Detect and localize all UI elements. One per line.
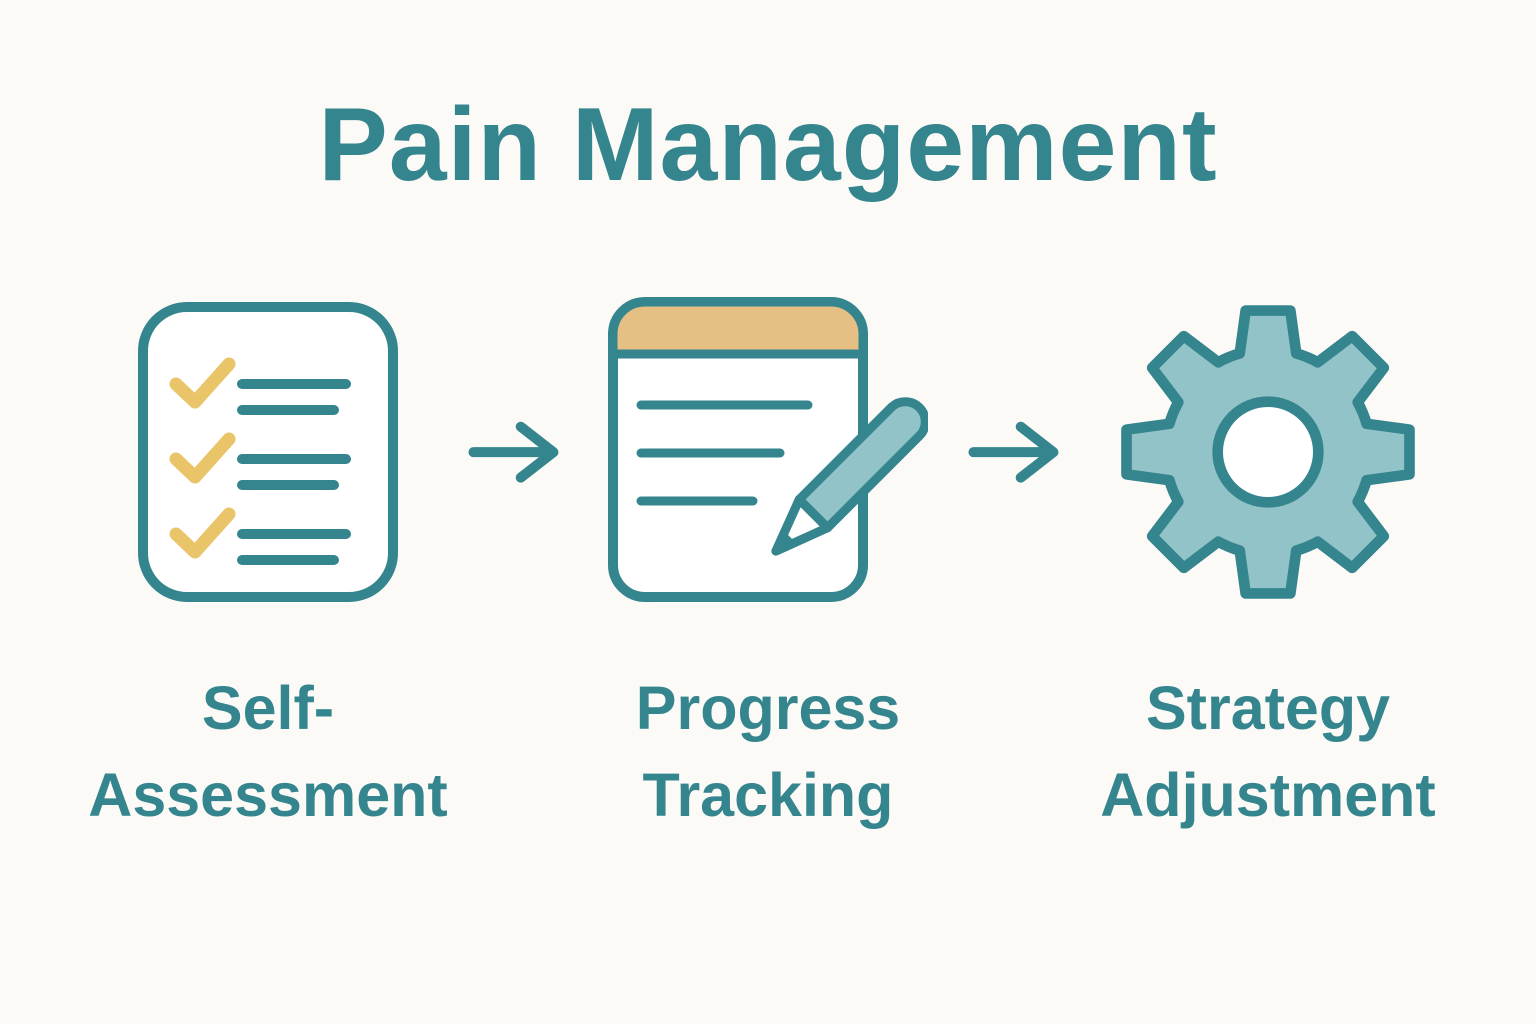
check-row-3 bbox=[169, 507, 351, 565]
steps-row: Self- Assessment bbox=[0, 297, 1536, 839]
step-label-strategy-adjustment: Strategy Adjustment bbox=[1100, 665, 1436, 839]
connector-1 bbox=[468, 414, 568, 495]
check-row-1 bbox=[169, 357, 351, 415]
checklist-icon bbox=[138, 302, 398, 602]
label-line: Adjustment bbox=[1100, 761, 1436, 830]
arrow-right-icon bbox=[968, 421, 1059, 483]
gear-center-hole bbox=[1212, 396, 1324, 508]
pencil-icon bbox=[771, 397, 928, 556]
notepad-pencil-icon bbox=[608, 297, 928, 602]
label-line: Self- bbox=[201, 674, 335, 742]
step-label-progress-tracking: Progress Tracking bbox=[636, 665, 900, 839]
checklist-card bbox=[138, 302, 398, 602]
step-label-self-assessment: Self- Assessment bbox=[88, 665, 447, 839]
page-title: Pain Management bbox=[318, 87, 1218, 203]
step-strategy-adjustment: Strategy Adjustment bbox=[1068, 297, 1468, 839]
check-mark-icon bbox=[169, 432, 236, 484]
check-row-2 bbox=[169, 432, 351, 490]
arrow-right-icon bbox=[468, 421, 559, 483]
gear-icon bbox=[1121, 305, 1415, 599]
step-self-assessment: Self- Assessment bbox=[68, 297, 468, 839]
step-progress-tracking: Progress Tracking bbox=[568, 297, 968, 839]
checklist-icon-box bbox=[138, 297, 398, 607]
label-line: Progress bbox=[635, 674, 901, 742]
label-line: Assessment bbox=[88, 761, 448, 830]
notepad-header-band bbox=[608, 297, 868, 359]
label-line: Strategy bbox=[1145, 674, 1391, 742]
check-mark-icon bbox=[169, 357, 236, 409]
label-line: Tracking bbox=[642, 761, 894, 830]
gear-icon-box bbox=[1118, 297, 1418, 607]
connector-2 bbox=[968, 414, 1068, 495]
check-mark-icon bbox=[169, 507, 236, 559]
notepad-icon-box bbox=[608, 297, 928, 607]
